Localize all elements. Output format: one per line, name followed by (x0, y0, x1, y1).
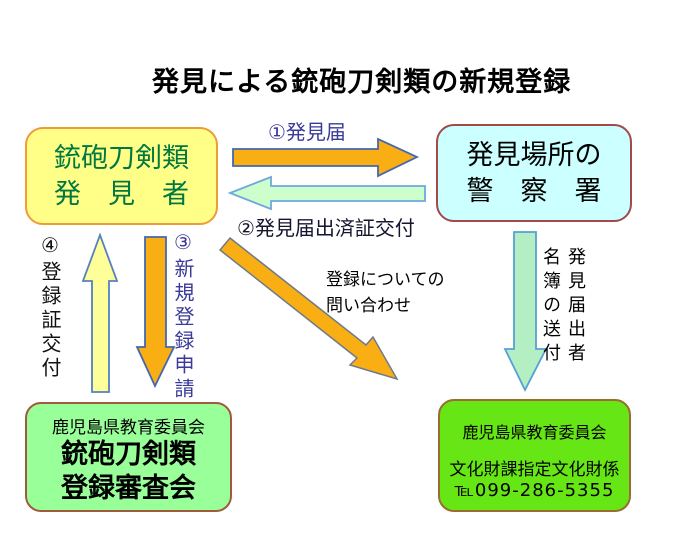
box-cultural-org: 鹿児島県教育委員会 (462, 423, 607, 442)
arrow-step3-down-icon (135, 236, 176, 389)
box-cultural-section: 文化財課指定文化財係 (449, 460, 620, 480)
label-inquiry-line1: 登録についての (326, 270, 445, 290)
box-review-line2: 登録審査会 (61, 472, 196, 504)
arrow-step1-right-icon (232, 137, 420, 178)
box-cultural-tel: ℡099-286-5355 (454, 480, 615, 501)
label-step1-discovery-report: ①発見届 (268, 120, 346, 144)
label-reporter-list-col-left: 名簿の送付 (540, 247, 561, 367)
box-police-station: 発見場所の 警 察 署 (436, 124, 632, 222)
label-step2-certificate-issue: ②発見届出済証交付 (237, 216, 415, 240)
box-discoverer-line2: 発 見 者 (54, 178, 189, 210)
arrow-step2-left-icon (227, 175, 426, 211)
label-step3-new-registration: ③新規登録申請 (171, 230, 195, 402)
arrow-reporter-list-down-icon (503, 231, 548, 393)
arrow-step4-up-icon (81, 232, 119, 393)
box-cultural-affairs: 鹿児島県教育委員会 文化財課指定文化財係 ℡099-286-5355 (438, 399, 631, 512)
box-review-line1: 銃砲刀剣類 (61, 439, 196, 470)
label-step4-registration-certificate: ④登録証交付 (38, 233, 62, 381)
box-discoverer: 銃砲刀剣類 発 見 者 (25, 127, 218, 225)
diagram-title: 発見による銃砲刀剣類の新規登録 (152, 67, 572, 98)
label-reporter-list-col-right: 発見届出者 (565, 247, 586, 367)
label-inquiry-line2: 問い合わせ (326, 295, 411, 316)
box-review-board: 鹿児島県教育委員会 銃砲刀剣類 登録審査会 (25, 402, 232, 512)
arrow-inquiry-diagonal-icon (218, 236, 399, 381)
box-police-line1: 発見場所の (466, 140, 602, 171)
label-registration-inquiry: 登録についての 問い合わせ (326, 268, 486, 319)
box-review-org: 鹿児島県教育委員会 (52, 418, 205, 438)
label-reporter-list: 発見届出者 名簿の送付 (538, 247, 588, 397)
box-discoverer-line1: 銃砲刀剣類 (54, 143, 189, 174)
box-police-line2: 警 察 署 (466, 175, 602, 207)
